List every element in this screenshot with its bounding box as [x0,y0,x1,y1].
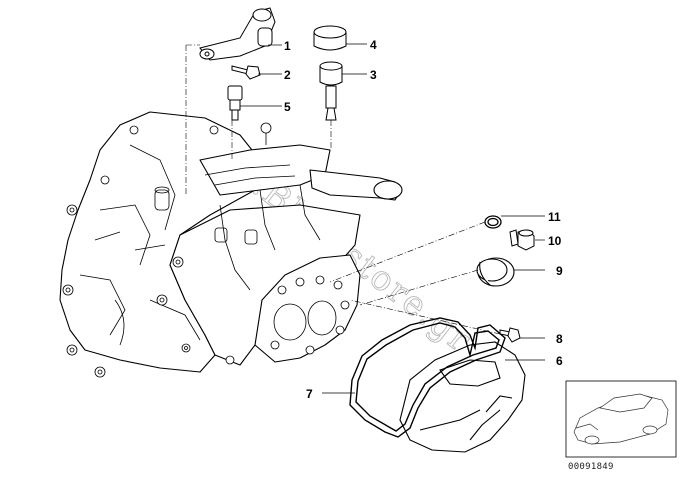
part-10-plug-screw [509,229,535,251]
part-6-cover [399,341,526,453]
part-5-sensor [227,85,243,121]
part-4-cap [313,25,347,51]
housing-detail-lines [79,122,321,346]
callout-7: 7 [306,387,313,401]
part-8-screw [499,327,521,343]
part-11-o-ring [484,215,502,229]
part-7-gasket [349,317,506,438]
transmission-housing [59,111,403,373]
part-9-seal-ring [476,257,515,287]
callout-4: 4 [370,38,377,52]
vehicle-thumbnail [565,380,677,458]
catalog-number: 00091849 [568,462,614,472]
leader-lines [240,43,545,394]
callout-10: 10 [548,234,562,248]
callout-11: 11 [548,210,561,224]
callout-3: 3 [370,68,377,82]
housing-bolt-bosses [62,125,235,378]
callout-8: 8 [556,332,563,346]
callout-2: 2 [284,68,291,82]
end-cover-holes [270,275,350,355]
callout-9: 9 [556,264,563,278]
part-2-bolt [231,65,261,80]
part-1-shift-bracket [199,7,276,61]
alignment-lines [185,44,501,335]
callout-6: 6 [556,354,563,368]
callout-1: 1 [284,39,291,53]
callout-5: 5 [284,100,291,114]
callout-labels: 1 2 3 4 5 6 7 8 9 10 11 [284,38,563,401]
part-3-sleeve [319,61,343,121]
